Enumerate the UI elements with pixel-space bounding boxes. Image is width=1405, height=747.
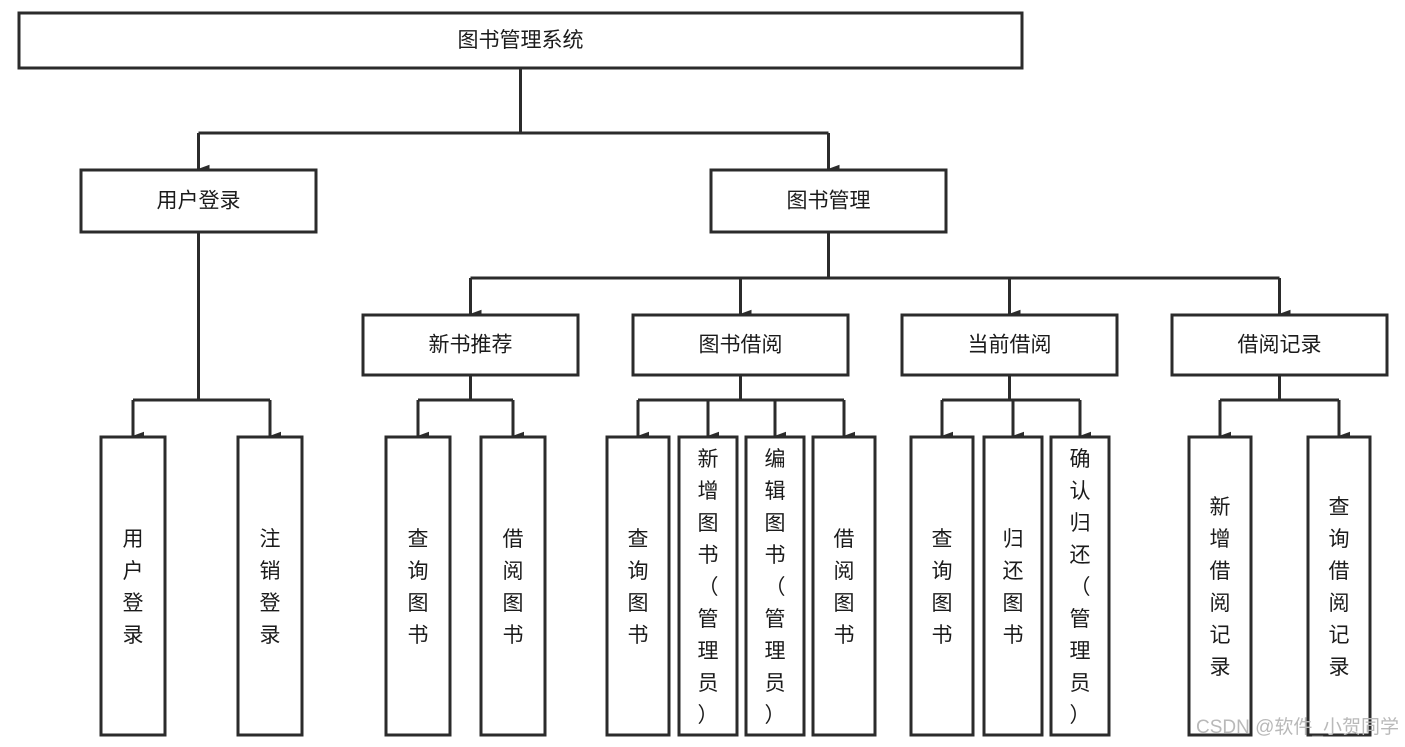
node-leaf-query-record[interactable]: 查询借阅记录 <box>1306 435 1372 737</box>
node-label-user-login: 用户登录 <box>157 190 241 213</box>
node-box-leaf-confirm-return[interactable] <box>1049 435 1111 737</box>
node-label-borrow-record: 借阅记录 <box>1238 334 1322 357</box>
node-box-leaf-borrow-book-1[interactable] <box>479 435 547 737</box>
node-book-manage[interactable]: 图书管理 <box>709 168 948 234</box>
connector-group-user-login <box>131 232 281 441</box>
node-borrow-record[interactable]: 借阅记录 <box>1170 313 1389 377</box>
node-box-leaf-add-book[interactable] <box>677 435 739 737</box>
node-box-leaf-query-record[interactable] <box>1306 435 1372 737</box>
connector-group-new-book-rec <box>416 375 524 441</box>
connector-group-book-borrow <box>636 375 855 441</box>
connector-group-book-manage <box>469 232 1291 319</box>
node-root[interactable]: 图书管理系统 <box>17 11 1024 70</box>
node-label-leaf-return-book: 归还图书 <box>1003 528 1024 647</box>
node-leaf-query-book-1[interactable]: 查询图书 <box>384 435 452 737</box>
node-box-leaf-query-book-1[interactable] <box>384 435 452 737</box>
node-box-user-login[interactable] <box>79 168 318 234</box>
node-leaf-query-book-2[interactable]: 查询图书 <box>605 435 671 737</box>
node-box-leaf-user-login[interactable] <box>99 435 167 737</box>
node-label-leaf-query-book-3: 查询图书 <box>932 528 953 647</box>
node-book-borrow[interactable]: 图书借阅 <box>631 313 850 377</box>
node-layer: 图书管理系统用户登录图书管理新书推荐图书借阅当前借阅借阅记录用户登录注销登录查询… <box>17 11 1389 737</box>
connector-group-current-borrow <box>940 375 1091 441</box>
node-box-current-borrow[interactable] <box>900 313 1119 377</box>
node-box-book-manage[interactable] <box>709 168 948 234</box>
connector-group-root <box>197 68 840 174</box>
node-leaf-add-book[interactable]: 新增图书（管理员） <box>677 435 739 737</box>
node-label-leaf-borrow-book-2: 借阅图书 <box>834 528 855 647</box>
node-box-leaf-logout[interactable] <box>236 435 304 737</box>
node-leaf-confirm-return[interactable]: 确认归还（管理员） <box>1049 435 1111 737</box>
node-label-leaf-query-book-2: 查询图书 <box>628 528 649 647</box>
node-box-leaf-edit-book[interactable] <box>744 435 806 737</box>
node-user-login[interactable]: 用户登录 <box>79 168 318 234</box>
connector-layer <box>131 68 1350 441</box>
node-label-leaf-user-login: 用户登录 <box>123 528 144 647</box>
node-box-leaf-return-book[interactable] <box>982 435 1044 737</box>
node-label-leaf-logout: 注销登录 <box>260 528 281 647</box>
node-current-borrow[interactable]: 当前借阅 <box>900 313 1119 377</box>
node-box-book-borrow[interactable] <box>631 313 850 377</box>
node-label-current-borrow: 当前借阅 <box>968 334 1052 357</box>
node-leaf-edit-book[interactable]: 编辑图书（管理员） <box>744 435 806 737</box>
node-label-leaf-edit-book: 编辑图书（管理员） <box>765 448 786 727</box>
node-box-leaf-borrow-book-2[interactable] <box>811 435 877 737</box>
node-box-new-book-rec[interactable] <box>361 313 580 377</box>
node-label-leaf-borrow-book-1: 借阅图书 <box>503 528 524 647</box>
node-label-leaf-query-record: 查询借阅记录 <box>1329 496 1350 679</box>
node-label-book-borrow: 图书借阅 <box>699 334 783 357</box>
node-label-root: 图书管理系统 <box>458 29 584 52</box>
node-box-root[interactable] <box>17 11 1024 70</box>
node-new-book-rec[interactable]: 新书推荐 <box>361 313 580 377</box>
node-box-leaf-add-record[interactable] <box>1187 435 1253 737</box>
node-label-leaf-add-book: 新增图书（管理员） <box>698 448 719 727</box>
node-label-leaf-query-book-1: 查询图书 <box>408 528 429 647</box>
csdn-watermark: CSDN @软件_小贺同学 <box>1196 716 1399 738</box>
node-leaf-user-login[interactable]: 用户登录 <box>99 435 167 737</box>
node-leaf-borrow-book-2[interactable]: 借阅图书 <box>811 435 877 737</box>
node-label-leaf-add-record: 新增借阅记录 <box>1210 496 1231 679</box>
node-leaf-return-book[interactable]: 归还图书 <box>982 435 1044 737</box>
node-leaf-add-record[interactable]: 新增借阅记录 <box>1187 435 1253 737</box>
node-leaf-query-book-3[interactable]: 查询图书 <box>909 435 975 737</box>
connector-group-borrow-record <box>1218 375 1350 441</box>
node-label-book-manage: 图书管理 <box>787 190 871 213</box>
node-leaf-borrow-book-1[interactable]: 借阅图书 <box>479 435 547 737</box>
node-box-leaf-query-book-3[interactable] <box>909 435 975 737</box>
node-leaf-logout[interactable]: 注销登录 <box>236 435 304 737</box>
node-box-leaf-query-book-2[interactable] <box>605 435 671 737</box>
node-box-borrow-record[interactable] <box>1170 313 1389 377</box>
node-label-new-book-rec: 新书推荐 <box>429 334 513 357</box>
node-label-leaf-confirm-return: 确认归还（管理员） <box>1070 448 1091 727</box>
